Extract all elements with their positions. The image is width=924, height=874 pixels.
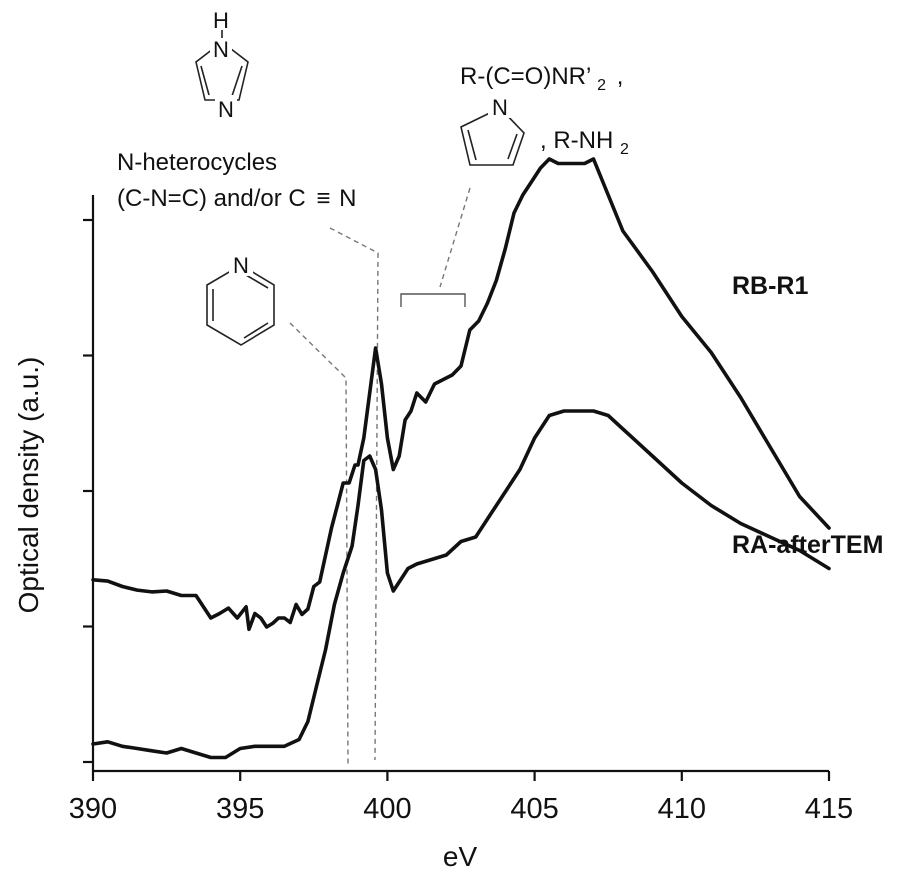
amide-text: R-(C=O)NR’ — [460, 63, 590, 90]
imidazole-n2-label: N — [218, 97, 234, 122]
x-tick-label-400: 400 — [363, 793, 411, 825]
triple-bond-glyph: ≡ — [316, 185, 330, 212]
x-tick-label-405: 405 — [510, 793, 558, 825]
x-tick-label-415: 415 — [805, 793, 853, 825]
pyrrole-guide-line — [439, 187, 471, 288]
x-tick-label-390: 390 — [69, 793, 117, 825]
heterocycle-label-line2: (C-N=C) and/or C ≡ N — [117, 185, 356, 212]
guide-lines — [289, 187, 471, 766]
amide-label: R-(C=O)NR’ 2 , — [460, 63, 623, 96]
amine-text: , R-NH — [540, 127, 613, 154]
pyridine-guide-line — [289, 322, 349, 766]
amide-comma: , — [617, 63, 624, 90]
series-label-ra-aftertem: RA-afterTEM — [732, 531, 883, 559]
x-axis-title: eV — [443, 841, 478, 872]
amide-bracket — [400, 293, 466, 307]
imidazole-structure-icon: H N N — [195, 8, 249, 122]
imidazole-h-label: H — [213, 8, 229, 33]
pyrrole-structure-icon: N — [460, 94, 525, 166]
series-label-rb-r1: RB-R1 — [732, 272, 808, 300]
pyridine-structure-icon: N — [206, 250, 275, 346]
imidazole-n1-label: N — [213, 37, 229, 62]
x-axis-ticks: 390 395 400 405 410 415 — [69, 771, 853, 825]
x-tick-label-395: 395 — [216, 793, 264, 825]
pyridine-n-label: N — [233, 253, 249, 278]
amine-label: , R-NH 2 — [540, 127, 629, 158]
nitrile-n-label: N — [339, 185, 356, 212]
pyrrole-n-label: N — [492, 95, 508, 120]
y-axis-title: Optical density (a.u.) — [13, 357, 44, 614]
series-line-ra-aftertem — [91, 409, 831, 760]
x-tick-label-410: 410 — [658, 793, 706, 825]
amide-subscript: 2 — [597, 77, 606, 94]
heterocycle-label-text: (C-N=C) and/or C — [117, 185, 306, 212]
amine-subscript: 2 — [620, 141, 629, 158]
y-axis-ticks — [83, 218, 93, 764]
series-line-rb-r1 — [91, 157, 831, 632]
heterocycle-label-line1: N-heterocycles — [117, 149, 277, 176]
heterocycle-guide-line — [329, 227, 379, 761]
